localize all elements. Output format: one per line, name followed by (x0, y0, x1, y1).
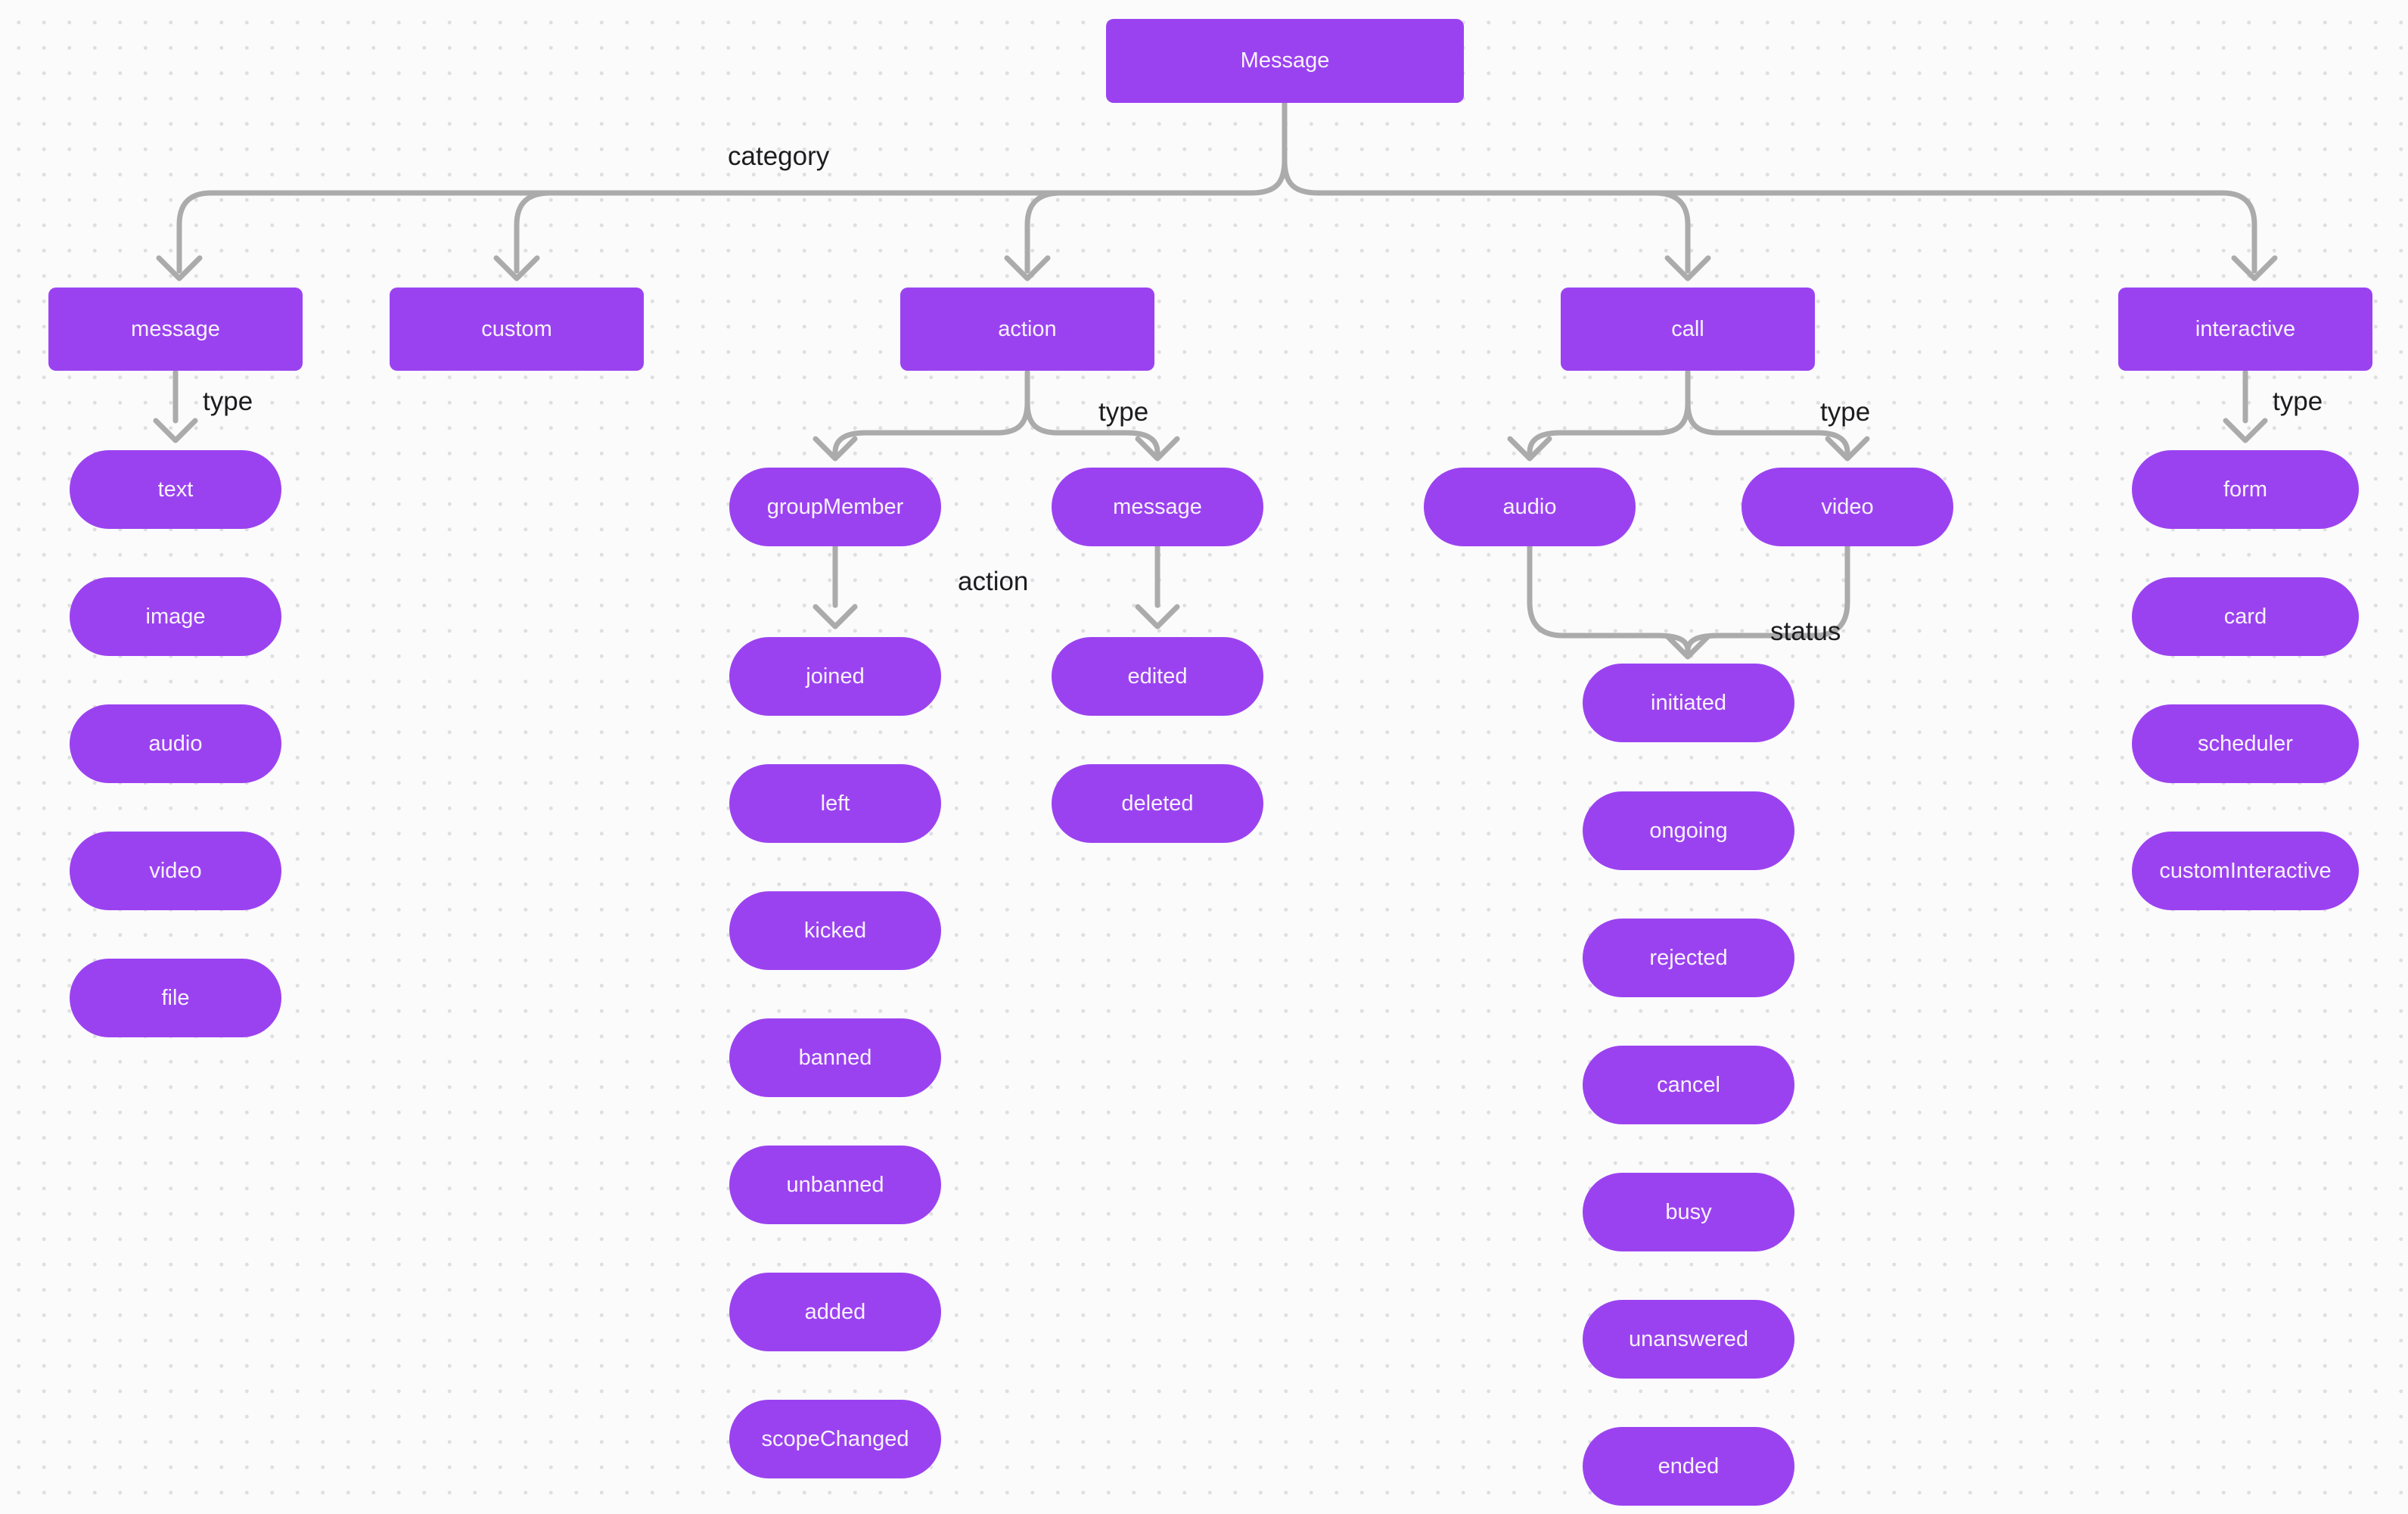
node-type-audio[interactable]: audio (70, 704, 281, 783)
node-action-kicked[interactable]: kicked (729, 891, 941, 970)
node-action-left[interactable]: left (729, 764, 941, 843)
edge-actionmessage-action (1135, 543, 1180, 630)
node-type-file[interactable]: file (70, 959, 281, 1037)
arrowhead-text (153, 418, 198, 443)
node-category-interactive[interactable]: interactive (2118, 288, 2372, 371)
arrowhead-action-message (1135, 436, 1180, 462)
node-action-added[interactable]: added (729, 1273, 941, 1351)
node-action-deleted[interactable]: deleted (1052, 764, 1263, 843)
edge-groupMember-action (813, 543, 858, 630)
node-category-message[interactable]: message (48, 288, 303, 371)
node-interactive-card[interactable]: card (2132, 577, 2359, 656)
arrowhead-call-video (1825, 436, 1870, 462)
node-status-initiated[interactable]: initiated (1583, 664, 1794, 742)
edge-root-category (156, 100, 2278, 281)
node-interactive-form[interactable]: form (2132, 450, 2359, 529)
node-call-video[interactable]: video (1742, 468, 1953, 546)
node-action-scopeChanged[interactable]: scopeChanged (729, 1400, 941, 1478)
node-status-busy[interactable]: busy (1583, 1173, 1794, 1251)
node-category-custom[interactable]: custom (390, 288, 644, 371)
node-message-root[interactable]: Message (1106, 19, 1464, 103)
node-interactive-scheduler[interactable]: scheduler (2132, 704, 2359, 783)
node-action-unbanned[interactable]: unbanned (729, 1146, 941, 1224)
arrowhead-message (156, 255, 203, 281)
arrowhead-edited (1135, 604, 1180, 630)
arrowhead-custom (493, 255, 540, 281)
node-type-video[interactable]: video (70, 832, 281, 910)
arrowhead-initiated (1665, 634, 1710, 660)
edge-message-type (153, 369, 198, 443)
edge-label-type-call[interactable]: type (1820, 397, 1871, 427)
arrowhead-call-audio (1507, 436, 1552, 462)
arrowhead-interactive (2231, 255, 2278, 281)
node-type-text[interactable]: text (70, 450, 281, 529)
edge-label-action[interactable]: action (958, 567, 1029, 596)
node-interactive-customInteractive[interactable]: customInteractive (2132, 832, 2359, 910)
node-category-action[interactable]: action (900, 288, 1154, 371)
edge-interactive-type (2223, 369, 2268, 443)
arrowhead-joined (813, 604, 858, 630)
node-action-edited[interactable]: edited (1052, 637, 1263, 716)
node-action-groupMember[interactable]: groupMember (729, 468, 941, 546)
node-status-unanswered[interactable]: unanswered (1583, 1300, 1794, 1379)
node-status-rejected[interactable]: rejected (1583, 919, 1794, 997)
edge-label-type-action[interactable]: type (1098, 397, 1149, 427)
edge-label-status[interactable]: status (1770, 617, 1841, 646)
edge-label-type-message[interactable]: type (203, 387, 253, 416)
edge-label-category[interactable]: category (728, 141, 830, 171)
node-type-image[interactable]: image (70, 577, 281, 656)
node-call-audio[interactable]: audio (1424, 468, 1636, 546)
node-action-joined[interactable]: joined (729, 637, 941, 716)
arrowhead-form (2223, 418, 2268, 443)
node-category-call[interactable]: call (1561, 288, 1815, 371)
arrowhead-action (1004, 255, 1051, 281)
node-status-ongoing[interactable]: ongoing (1583, 791, 1794, 870)
arrowhead-call (1664, 255, 1711, 281)
node-action-banned[interactable]: banned (729, 1018, 941, 1097)
arrowhead-groupMember (813, 436, 858, 462)
node-action-message[interactable]: message (1052, 468, 1263, 546)
node-status-cancel[interactable]: cancel (1583, 1046, 1794, 1124)
edge-label-type-interactive[interactable]: type (2273, 387, 2323, 416)
edge-call-type (1507, 369, 1870, 462)
node-status-ended[interactable]: ended (1583, 1427, 1794, 1506)
